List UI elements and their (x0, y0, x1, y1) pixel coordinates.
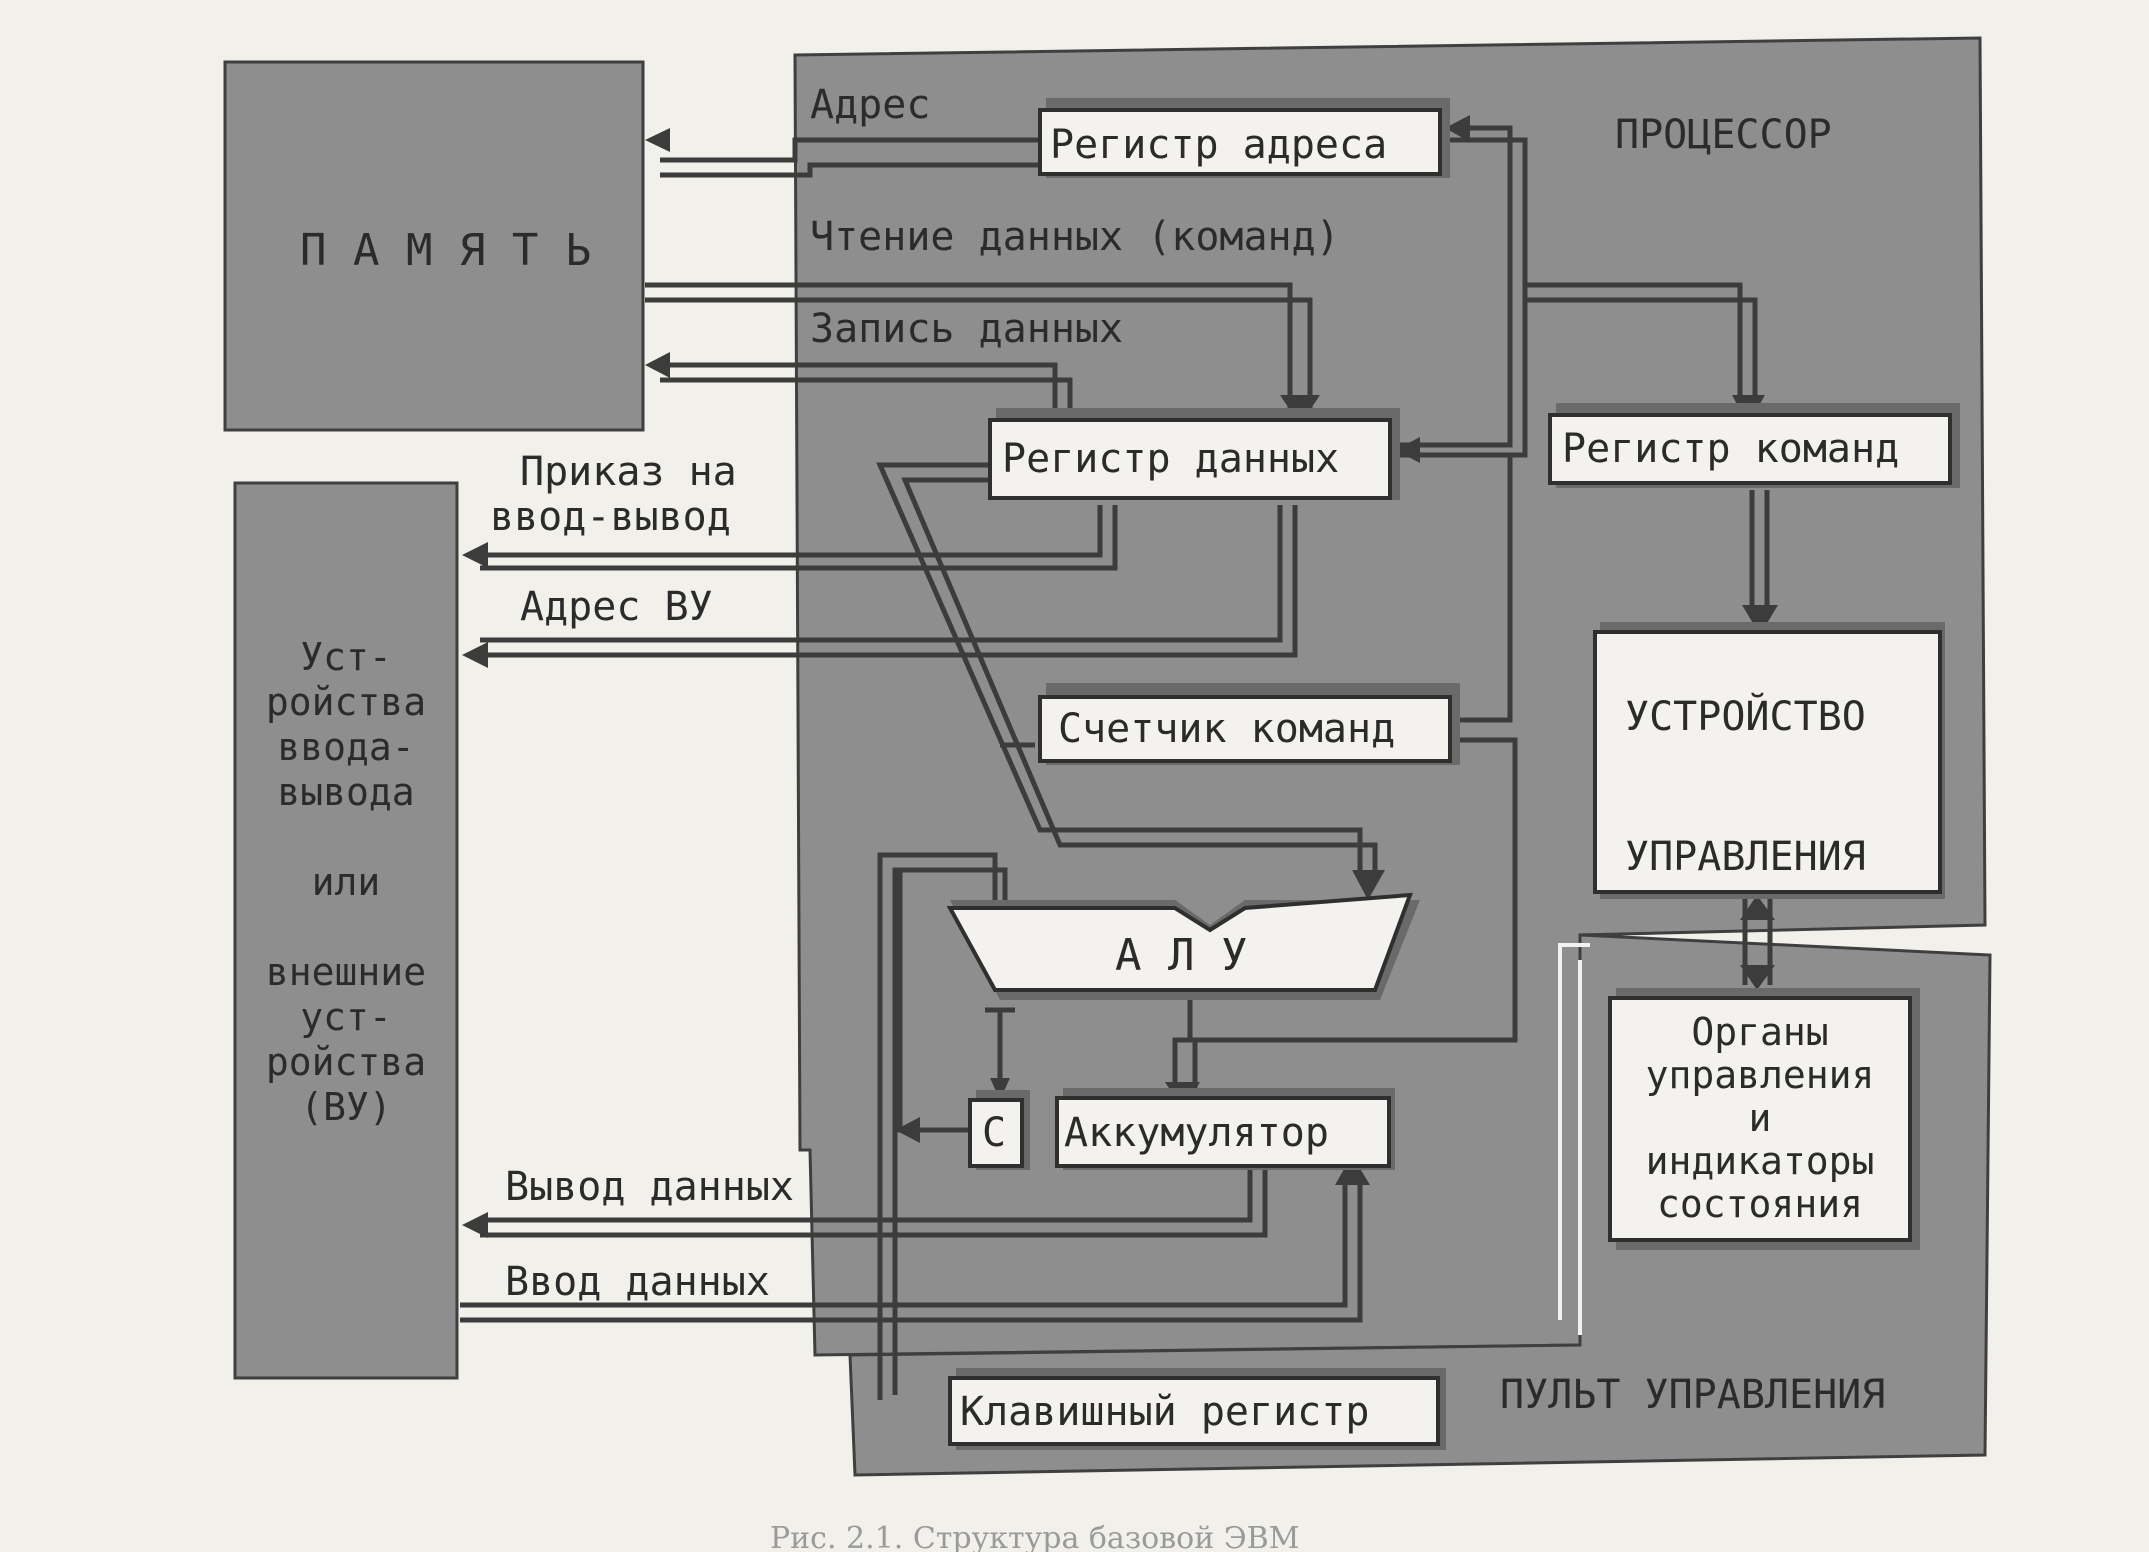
control-panel-label: ПУЛЬТ УПРАВЛЕНИЯ (1500, 1372, 1885, 1418)
address-arrow (645, 128, 670, 152)
accumulator-label: Аккумулятор (1064, 1110, 1329, 1156)
controls-and-indicators-label: Органы управления и индикаторы состояния (1646, 1010, 1875, 1226)
io-address-bus (480, 505, 1283, 643)
carry-flag (968, 1098, 1024, 1168)
write-data-signal-label: Запись данных (810, 306, 1123, 352)
svg-text:или: или (312, 860, 381, 904)
controls-and-indicators (1608, 996, 1912, 1242)
accumulator (1055, 1096, 1391, 1168)
address-register-label: Регистр адреса (1050, 122, 1387, 168)
control-unit-line1: УСТРОЙСТВО (1625, 692, 1866, 740)
svg-text:ройства: ройства (266, 1040, 426, 1084)
address-signal-label: Адрес (810, 82, 930, 128)
io-devices-block (233, 481, 459, 1380)
processor-label: ПРОЦЕССОР (1615, 112, 1832, 158)
data-input-bus (460, 1180, 1348, 1308)
memory-label: П А М Я Т Ь (300, 225, 591, 276)
read-data-signal-label: Чтение данных (команд) (810, 214, 1340, 260)
svg-text:внешние: внешние (266, 950, 426, 994)
svg-text:ввода-: ввода- (277, 725, 414, 769)
data-output-signal-label: Вывод данных (505, 1164, 794, 1210)
data-register-label: Регистр данных (1002, 436, 1339, 482)
io-address-signal-label: Адрес ВУ (520, 584, 713, 630)
data-output-bus (480, 1170, 1253, 1223)
io-order-bus (480, 505, 1103, 558)
control-unit-line2: УПРАВЛЕНИЯ (1625, 834, 1866, 880)
program-counter (1038, 695, 1452, 763)
control-unit (1593, 630, 1942, 894)
carry-label: С (982, 1110, 1006, 1156)
address-bus (660, 137, 1040, 163)
svg-text:управления: управления (1646, 1053, 1875, 1097)
io-order-label-line1: Приказ на (520, 449, 737, 495)
alu-label: А Л У (1115, 930, 1247, 981)
data-register (988, 418, 1392, 500)
data-input-signal-label: Ввод данных (505, 1259, 770, 1305)
command-register (1548, 413, 1952, 485)
memory-block (223, 60, 645, 432)
command-register-label: Регистр команд (1562, 426, 1899, 472)
address-register (1038, 108, 1442, 176)
io-devices-label: Уст- ройства ввода- вывода или внешние у… (266, 635, 426, 1129)
svg-text:и: и (1749, 1096, 1772, 1140)
key-register-label: Клавишный регистр (960, 1389, 1369, 1435)
svg-text:вывода: вывода (277, 770, 414, 814)
alu (946, 892, 1413, 992)
svg-text:состояния: состояния (1657, 1182, 1863, 1226)
io-order-label-line2: ввод-вывод (490, 494, 731, 540)
svg-text:(ВУ): (ВУ) (300, 1085, 392, 1129)
svg-text:Уст-: Уст- (300, 635, 392, 679)
key-register (948, 1376, 1440, 1446)
svg-text:Органы: Органы (1691, 1010, 1828, 1054)
read-data-bus (645, 282, 1293, 410)
svg-text:ройства: ройства (266, 680, 426, 724)
write-data-bus (660, 362, 1058, 420)
figure-caption: Рис. 2.1. Структура базовой ЭВМ (770, 1521, 1299, 1552)
svg-text:индикаторы: индикаторы (1646, 1139, 1875, 1183)
svg-text:уст-: уст- (300, 995, 392, 1039)
program-counter-label: Счетчик команд (1058, 706, 1395, 752)
